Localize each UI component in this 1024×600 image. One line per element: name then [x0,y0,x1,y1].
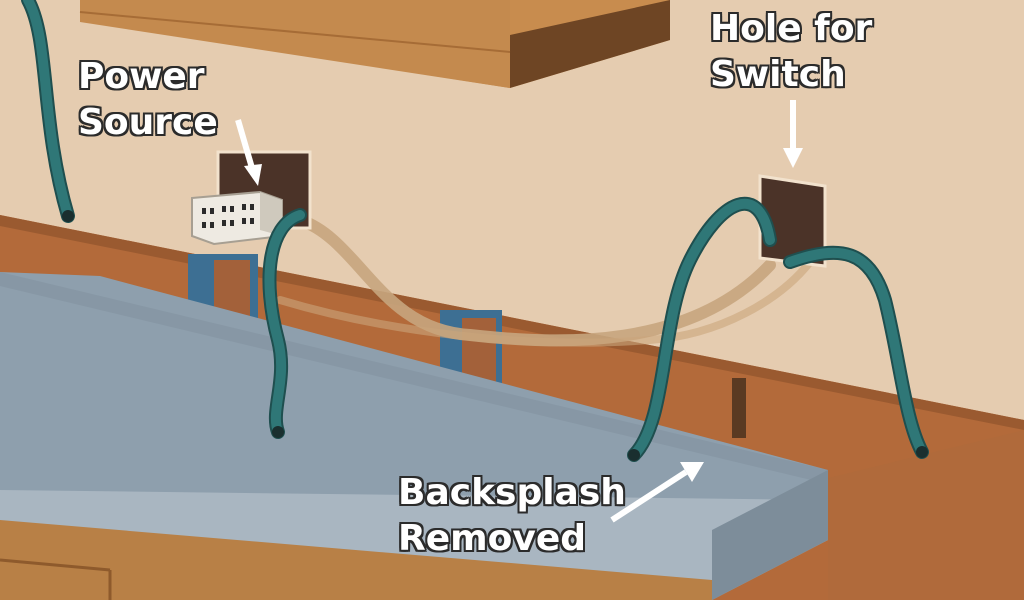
power-outlet [192,192,282,244]
hole-for-switch-label-line1: Hole for [710,6,872,52]
stud-right [732,378,746,438]
power-source-label: Power Source [78,54,218,146]
power-source-label-line1: Power [78,54,218,100]
power-source-label-line2: Source [78,100,218,146]
backsplash-removed-label: Backsplash Removed [398,470,626,562]
backsplash-removed-label-line1: Backsplash [398,470,626,516]
backsplash-removed-label-line2: Removed [398,516,626,562]
hole-for-switch-label: Hole for Switch [710,6,872,98]
hole-for-switch-label-line2: Switch [710,52,872,98]
